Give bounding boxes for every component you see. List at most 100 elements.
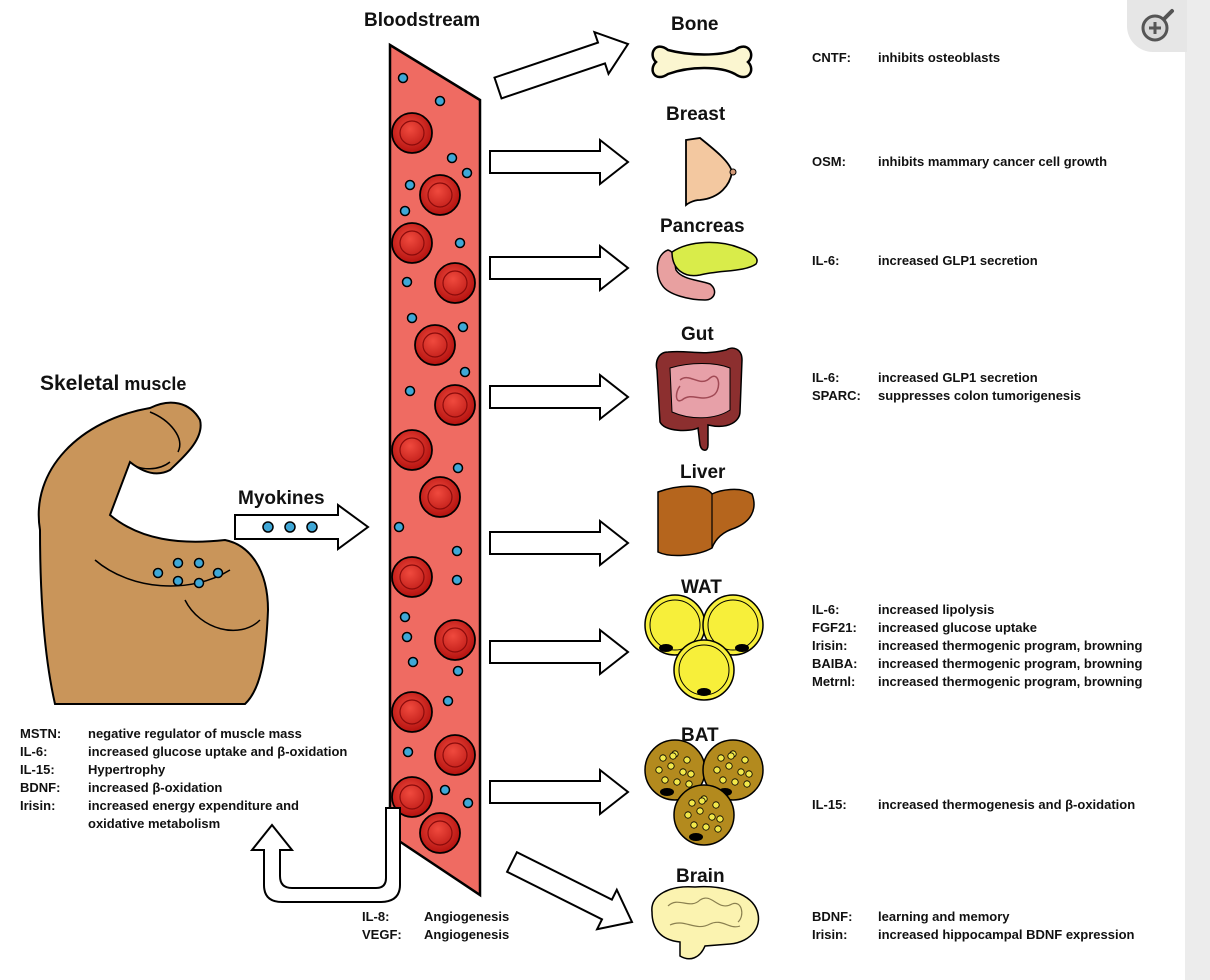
effect-key: Irisin: [812,927,848,942]
red-blood-cell [434,384,476,426]
bone-illustration [651,45,753,79]
breast-illustration [685,137,737,207]
red-blood-cell [434,262,476,304]
effect-row: IL-15:increased thermogenesis and β-oxid… [812,796,1135,814]
organ-arrow [489,627,630,677]
myokines-label: Myokines [238,488,325,509]
effect-row: BDNF:increased β-oxidation [20,779,347,797]
effect-value: oxidative metabolism [88,816,221,831]
effect-row: Irisin:increased thermogenic program, br… [812,637,1142,655]
effect-row: oxidative metabolism [20,815,347,833]
effect-key: BDNF: [20,780,61,795]
red-blood-cell [391,222,433,264]
skeletal-muscle-title: Skeletal muscle [40,372,186,396]
myokine-dot [402,746,414,758]
liver-title: Liver [680,462,726,483]
effect-row: VEGF: Angiogenesis [362,926,509,944]
red-blood-cell [434,619,476,661]
effect-row: Irisin:increased hippocampal BDNF expres… [812,926,1134,944]
wat-adipocyte [673,639,735,701]
gut-title: Gut [681,324,714,345]
effect-row: IL-6:increased GLP1 secretion [812,252,1038,270]
myokine-dot [399,611,411,623]
skeletal-muscle-title-bold: Skeletal [40,372,120,395]
myokine-dot [461,167,473,179]
myokine-dot [439,784,451,796]
effect-value: Angiogenesis [424,927,510,942]
bat-title: BAT [681,725,719,746]
effect-key: Irisin: [20,798,56,813]
red-blood-cell [391,556,433,598]
return-arrow [249,807,401,903]
bat-adipocyte [673,784,735,846]
breast-title: Breast [666,104,726,125]
red-blood-cell [434,734,476,776]
liver-illustration [657,485,755,557]
wat-adipocyte [702,594,764,656]
effect-value: increased thermogenic program, browning [878,674,1143,689]
red-blood-cell [414,324,456,366]
zoom-in-button[interactable] [1127,0,1187,52]
red-blood-cells [391,112,476,854]
breast-effects-list: OSM:inhibits mammary cancer cell growth [812,153,1107,171]
myokine-dot [399,205,411,217]
myokine-dot [401,631,413,643]
effect-key: BAIBA: [812,656,858,671]
red-blood-cell [419,476,461,518]
effect-value: inhibits osteoblasts [878,50,1001,65]
myokine-dot [459,366,471,378]
effect-value: suppresses colon tumorigenesis [878,388,1082,403]
effect-row: MSTN: negative regulator of muscle mass [20,725,347,743]
effect-row: IL-6:increased lipolysis [812,601,1142,619]
effect-value: learning and memory [878,909,1010,924]
myokine-dot [397,72,409,84]
effect-key: FGF21: [812,620,857,635]
red-blood-cell [391,691,433,733]
effect-row: Metrnl: increased thermogenic program, br… [812,673,1142,691]
myokine-dot [446,152,458,164]
wat-adipocyte [644,594,706,656]
effect-key: IL-6: [20,744,48,759]
organ-arrows [489,30,634,931]
effect-row: OSM:inhibits mammary cancer cell growth [812,153,1107,171]
effect-key: IL-6: [812,370,840,385]
zoom-in-icon [1141,9,1174,42]
bat-illustration [644,739,764,846]
pancreas-effects-list: IL-6:increased GLP1 secretion [812,252,1038,270]
effect-value: increased glucose uptake [878,620,1037,635]
pancreas-title: Pancreas [660,216,745,237]
effect-key: CNTF: [812,50,851,65]
effect-row: IL-15:Hypertrophy [20,761,347,779]
effect-value: negative regulator of muscle mass [88,726,302,741]
skeletal-muscle-title-rest: muscle [119,374,187,394]
myokine-dot [442,695,454,707]
effect-value: increased thermogenic program, browning [878,656,1143,671]
bat-effects-list: IL-15:increased thermogenesis and β-oxid… [812,796,1135,814]
bat-adipocyte [702,739,764,801]
effect-key: MSTN: [20,726,62,741]
effect-value: increased thermogenesis and β-oxidation [878,797,1136,812]
effect-key: Irisin: [812,638,848,653]
effect-value: Angiogenesis [424,909,510,924]
effect-key: Metrnl: [812,674,856,689]
organ-arrow [493,30,630,100]
myokine-dot [452,665,464,677]
effect-key: VEGF: [362,927,402,942]
organ-arrow [489,767,630,817]
effect-key: SPARC: [812,388,861,403]
wat-illustration [644,594,764,701]
myokine-dot [393,521,405,533]
myokine-dot [452,462,464,474]
organ-arrow [489,137,630,187]
effect-row: BDNF:learning and memory [812,908,1134,926]
bone-effects-list: CNTF: inhibits osteoblasts [812,49,1000,67]
effect-row: IL-8:Angiogenesis [362,908,509,926]
effect-row: IL-6: increased GLP1 secretion [812,369,1081,387]
myokines-arrow [234,503,370,551]
effect-value: increased GLP1 secretion [878,370,1038,385]
